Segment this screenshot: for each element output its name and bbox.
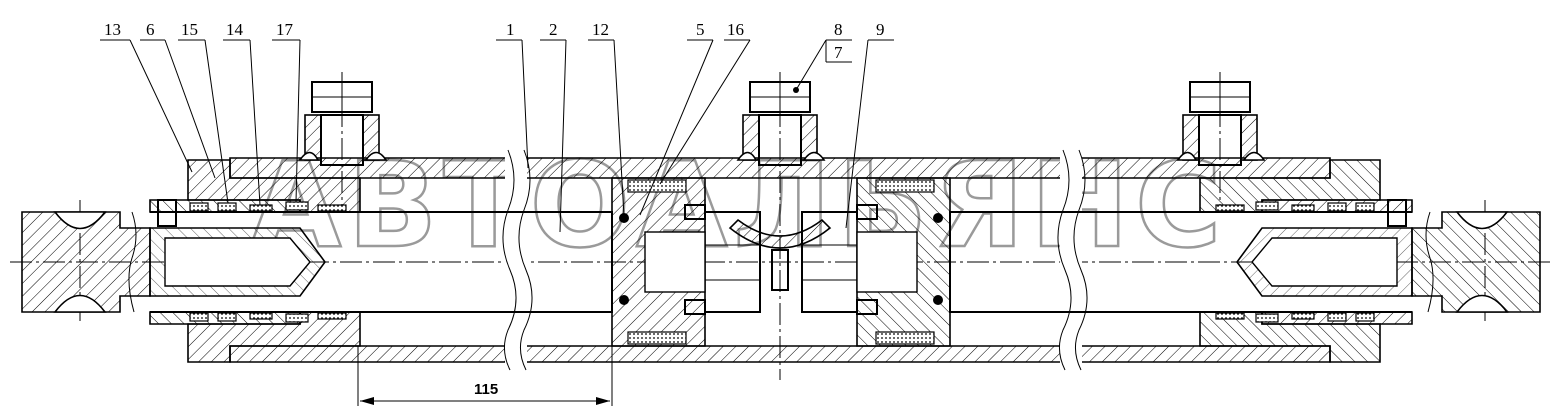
label-13: 13 bbox=[104, 20, 121, 39]
piston-rod-right bbox=[949, 211, 1413, 313]
label-7: 7 bbox=[834, 43, 843, 62]
label-5: 5 bbox=[696, 20, 705, 39]
piston-right bbox=[856, 177, 951, 347]
label-8: 8 bbox=[834, 20, 843, 39]
dimension-115: 115 bbox=[357, 346, 613, 406]
label-12: 12 bbox=[592, 20, 609, 39]
label-6: 6 bbox=[146, 20, 155, 39]
piston-rod-left bbox=[149, 211, 613, 313]
port-fitting-left bbox=[298, 81, 388, 166]
label-2: 2 bbox=[549, 20, 558, 39]
rod-eye-left bbox=[21, 211, 151, 313]
label-14: 14 bbox=[226, 20, 244, 39]
rod-eye-right bbox=[1411, 211, 1541, 313]
port-fitting-middle bbox=[736, 81, 826, 166]
label-9: 9 bbox=[876, 20, 885, 39]
gland-left bbox=[149, 159, 361, 363]
piston-left bbox=[611, 177, 706, 347]
leader-lines bbox=[100, 39, 894, 233]
label-17: 17 bbox=[276, 20, 294, 39]
label-1: 1 bbox=[506, 20, 515, 39]
part-labels: 13 6 15 14 17 1 2 12 5 16 8 7 9 bbox=[104, 20, 885, 62]
dimension-label: 115 bbox=[474, 381, 498, 398]
port-fitting-right bbox=[1176, 81, 1266, 166]
cylinder-tube bbox=[229, 149, 1331, 371]
label-16: 16 bbox=[727, 20, 744, 39]
central-coupling bbox=[684, 204, 878, 315]
gland-right bbox=[1199, 159, 1413, 363]
label-15: 15 bbox=[181, 20, 198, 39]
